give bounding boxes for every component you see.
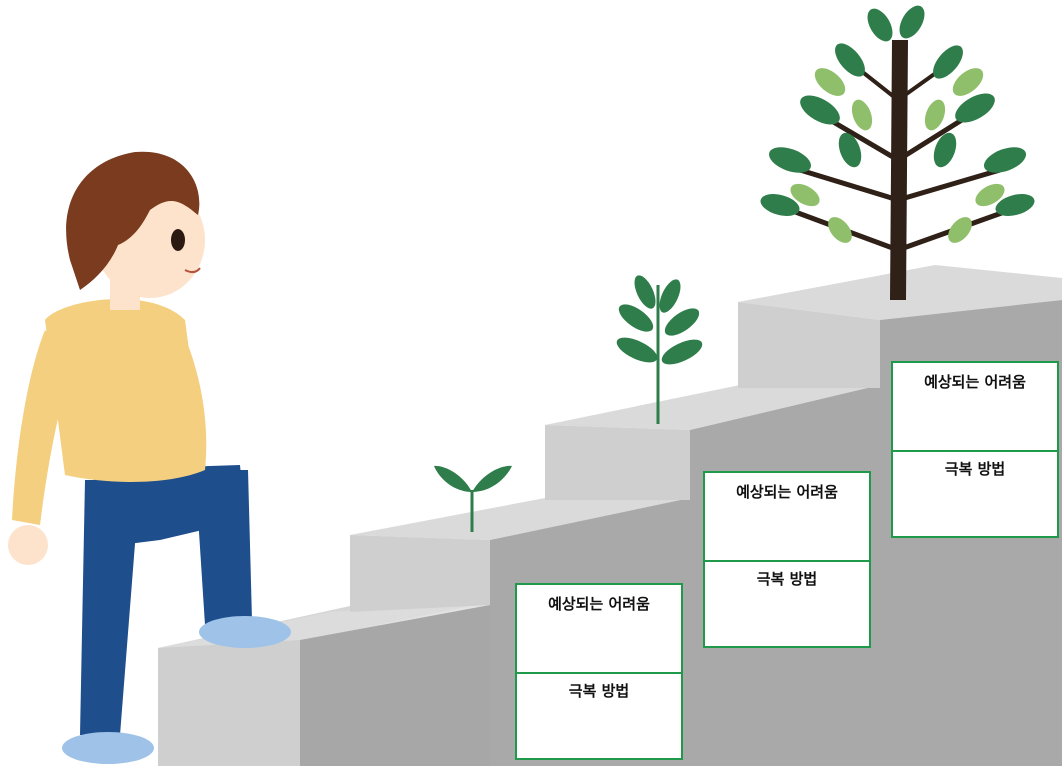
sprout-icon (434, 465, 512, 532)
step-box-1: 예상되는 어려움 극복 방법 (515, 583, 683, 760)
solution-label: 극복 방법 (705, 559, 869, 647)
boy-figure (8, 151, 291, 764)
difficulty-label: 예상되는 어려움 (924, 373, 1026, 391)
step-box-2: 예상되는 어려움 극복 방법 (703, 471, 871, 648)
difficulty-label: 예상되는 어려움 (548, 595, 650, 613)
solution-label: 극복 방법 (517, 671, 681, 759)
solution-label: 극복 방법 (893, 449, 1057, 537)
difficulty-label: 예상되는 어려움 (736, 483, 838, 501)
step-box-3: 예상되는 어려움 극복 방법 (891, 361, 1059, 538)
sapling-icon (616, 275, 703, 424)
tree-icon (760, 5, 1035, 300)
